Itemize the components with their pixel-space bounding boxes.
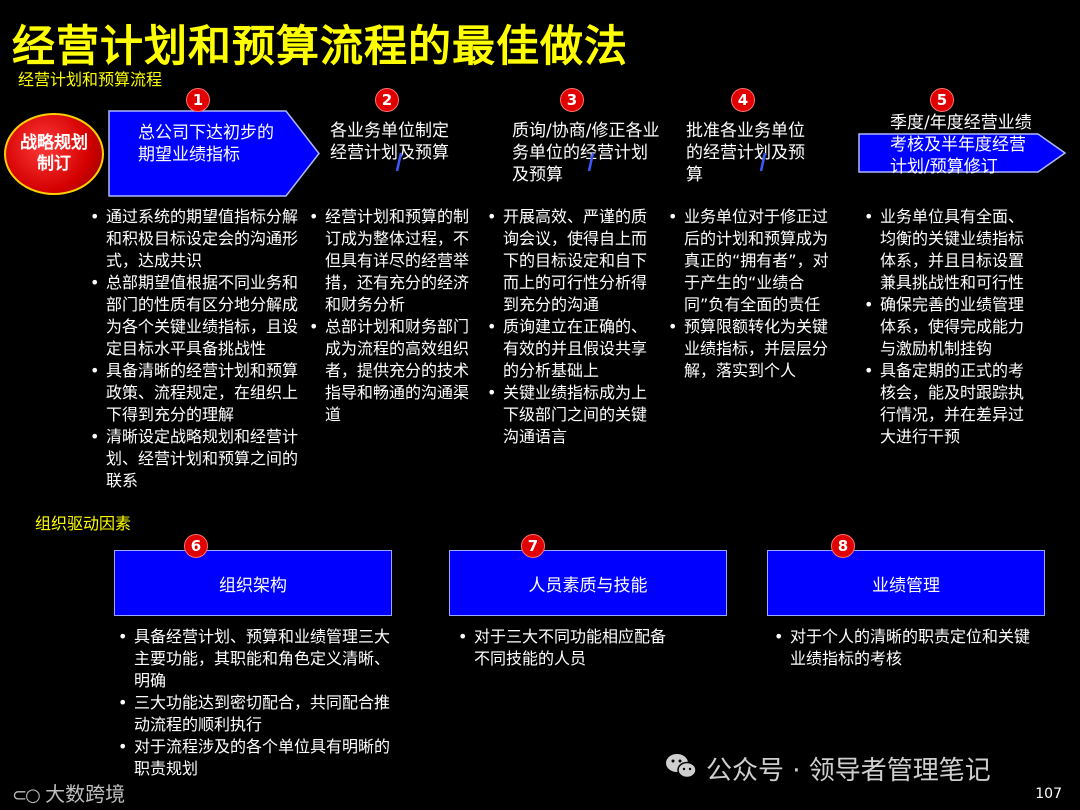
step-5-bullets: 业务单位具有全面、均衡的关键业绩指标体系，并且目标设置兼具挑战性和可行性 确保完… <box>864 206 1030 448</box>
connector-mark-2 <box>395 152 403 172</box>
brand-logo: ⊂○ 大数跨境 <box>12 778 125 807</box>
brand-logo-text: 大数跨境 <box>45 782 126 806</box>
step-1-bullet: 通过系统的期望值指标分解和积极目标设定会的沟通形式，达成共识 <box>90 206 312 272</box>
page-title: 经营计划和预算流程的最佳做法 <box>12 22 628 72</box>
step-2-bullet: 经营计划和预算的制订成为整体过程，不但具有详尽的经营举措，还有充分的经济和财务分… <box>309 206 475 316</box>
strategy-oval: 战略规划制订 <box>4 113 104 195</box>
step-5-bullet: 具备定期的正式的考核会，能及时跟踪执行情况，并在差异过大进行干预 <box>864 360 1030 448</box>
step-2-badge: 2 <box>375 88 399 112</box>
watermark-text: 公众号 · 领导者管理笔记 <box>706 756 991 786</box>
step-5-badge: 5 <box>930 88 954 112</box>
step-5-bullet: 确保完善的业绩管理体系，使得完成能力与激励机制挂钩 <box>864 294 1030 360</box>
step-2-bullets: 经营计划和预算的制订成为整体过程，不但具有详尽的经营举措，还有充分的经济和财务分… <box>309 206 475 426</box>
step-1-badge: 1 <box>186 88 210 112</box>
step-4-bullet: 业务单位对于修正过后的计划和预算成为真正的“拥有者”，对于产生的“业绩合同”负有… <box>668 206 834 316</box>
step-1-bullet: 总部期望值根据不同业务和部门的性质有区分地分解成为各个关键业绩指标，且设定目标水… <box>90 272 312 360</box>
driver-7-bullet: 对于三大不同功能相应配备不同技能的人员 <box>458 626 668 670</box>
step-1-bullets: 通过系统的期望值指标分解和积极目标设定会的沟通形式，达成共识 总部期望值根据不同… <box>90 206 312 492</box>
step-3-bullet: 质询建立在正确的、有效的并且假设共享的分析基础上 <box>487 316 653 382</box>
driver-7-title: 人员素质与技能 <box>528 575 648 596</box>
driver-7-badge: 7 <box>521 534 545 558</box>
step-3-bullet: 关键业绩指标成为上下级部门之间的关键沟通语言 <box>487 382 653 448</box>
connector-mark-3 <box>587 152 595 172</box>
step-2-bullet: 总部计划和财务部门成为流程的高效组织者，提供充分的技术指导和畅通的沟通渠道 <box>309 316 475 426</box>
step-1-bullet: 清晰设定战略规划和经营计划、经营计划和预算之间的联系 <box>90 426 312 492</box>
driver-6-title: 组织架构 <box>219 575 287 596</box>
driver-8-badge: 8 <box>831 534 855 558</box>
step-3-title: 质询/协商/修正各业务单位的经营计划及预算 <box>512 121 660 185</box>
page-number: 107 <box>1035 786 1062 802</box>
step-5-arrow-shape <box>858 133 1066 173</box>
driver-8-title: 业绩管理 <box>872 575 940 596</box>
drivers-label: 组织驱动因素 <box>35 514 132 533</box>
step-1-bullet: 具备清晰的经营计划和预算政策、流程规定，在组织上下得到充分的理解 <box>90 360 312 426</box>
driver-6-bullets: 具备经营计划、预算和业绩管理三大主要功能，其职能和角色定义清晰、明确 三大功能达… <box>118 626 398 780</box>
step-3-bullets: 开展高效、严谨的质询会议，使得自上而下的目标设定和自下而上的可行性分析得到充分的… <box>487 206 653 448</box>
driver-6-bullet: 具备经营计划、预算和业绩管理三大主要功能，其职能和角色定义清晰、明确 <box>118 626 398 692</box>
step-2-title: 各业务单位制定经营计划及预算 <box>330 121 449 163</box>
driver-6-bullet: 三大功能达到密切配合，共同配合推动流程的顺利执行 <box>118 692 398 736</box>
step-5-arrow <box>858 133 1066 173</box>
driver-6-badge: 6 <box>184 534 208 558</box>
driver-7-bullets: 对于三大不同功能相应配备不同技能的人员 <box>458 626 668 670</box>
step-4-badge: 4 <box>731 88 755 112</box>
wechat-icon <box>666 754 697 779</box>
connector-mark-4 <box>759 152 767 172</box>
driver-6-box: 组织架构 <box>114 550 392 616</box>
process-label: 经营计划和预算流程 <box>18 70 163 89</box>
driver-7-box: 人员素质与技能 <box>449 550 727 616</box>
step-1-title: 总公司下达初步的期望业绩指标 <box>138 123 274 165</box>
step-4-bullets: 业务单位对于修正过后的计划和预算成为真正的“拥有者”，对于产生的“业绩合同”负有… <box>668 206 834 382</box>
step-5-title: 季度/年度经营业绩考核及半年度经营计划/预算修订 <box>890 113 1032 177</box>
step-4-title: 批准各业务单位的经营计划及预算 <box>686 121 805 185</box>
driver-8-box: 业绩管理 <box>767 550 1045 616</box>
strategy-oval-label: 战略规划制订 <box>20 133 88 174</box>
driver-6-bullet: 对于流程涉及的各个单位具有明晰的职责规划 <box>118 736 398 780</box>
brand-logo-icon: ⊂○ <box>12 785 41 806</box>
step-4-bullet: 预算限额转化为关键业绩指标，并层层分解，落实到个人 <box>668 316 834 382</box>
step-3-bullet: 开展高效、严谨的质询会议，使得自上而下的目标设定和自下而上的可行性分析得到充分的… <box>487 206 653 316</box>
step-5-bullet: 业务单位具有全面、均衡的关键业绩指标体系，并且目标设置兼具挑战性和可行性 <box>864 206 1030 294</box>
step-3-badge: 3 <box>560 88 584 112</box>
step-1-arrow: 总公司下达初步的期望业绩指标 <box>108 110 320 197</box>
driver-8-bullet: 对于个人的清晰的职责定位和关键业绩指标的考核 <box>774 626 1036 670</box>
step-1-arrow-shape <box>108 110 320 197</box>
driver-8-bullets: 对于个人的清晰的职责定位和关键业绩指标的考核 <box>774 626 1036 670</box>
